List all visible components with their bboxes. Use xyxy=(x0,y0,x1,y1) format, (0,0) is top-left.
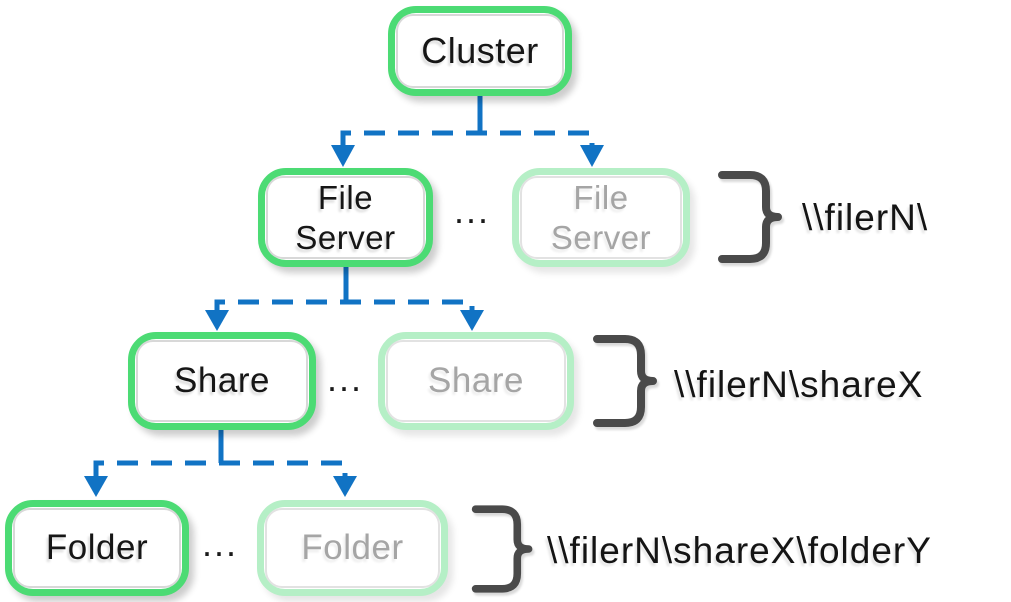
folder-faded-label: Folder xyxy=(301,528,404,567)
edge-share-dashed xyxy=(93,460,348,476)
folder-label: Folder xyxy=(45,528,149,567)
arrow-to-folder-faded-icon xyxy=(333,476,357,497)
brace-file-server-icon xyxy=(718,171,782,263)
unc-path-file-server: \\filerN\ xyxy=(802,197,929,238)
ellipsis-file-server: ... xyxy=(453,190,490,231)
brace-folder-icon xyxy=(471,505,533,593)
folder-node: Folder xyxy=(5,500,189,596)
unc-path-share: \\filerN\shareX xyxy=(674,364,924,405)
share-faded-label: Share xyxy=(428,361,524,400)
arrow-to-folder-icon xyxy=(84,476,108,497)
cluster-label: Cluster xyxy=(421,30,539,72)
file-server-faded-label: File Server xyxy=(550,178,652,256)
share-node: Share xyxy=(128,332,316,430)
arrow-to-share-icon xyxy=(205,310,229,331)
arrow-to-file-server-faded-icon xyxy=(580,145,604,167)
arrow-to-file-server-icon xyxy=(331,145,355,167)
unc-path-folder: \\filerN\shareX\folderY xyxy=(547,530,932,571)
file-server-node-faded: File Server xyxy=(512,168,690,267)
folder-node-faded: Folder xyxy=(257,500,448,596)
edge-fileserver-dashed xyxy=(214,299,475,315)
ellipsis-folder: ... xyxy=(201,523,238,564)
arrow-to-share-faded-icon xyxy=(460,310,484,331)
file-server-label: File Server xyxy=(295,178,396,256)
share-node-faded: Share xyxy=(378,332,574,430)
cluster-node: Cluster xyxy=(388,6,572,96)
share-label: Share xyxy=(174,361,270,400)
edge-cluster-dashed xyxy=(340,130,595,146)
brace-share-icon xyxy=(593,335,657,427)
ellipsis-share: ... xyxy=(326,358,363,399)
file-server-node: File Server xyxy=(258,168,433,267)
